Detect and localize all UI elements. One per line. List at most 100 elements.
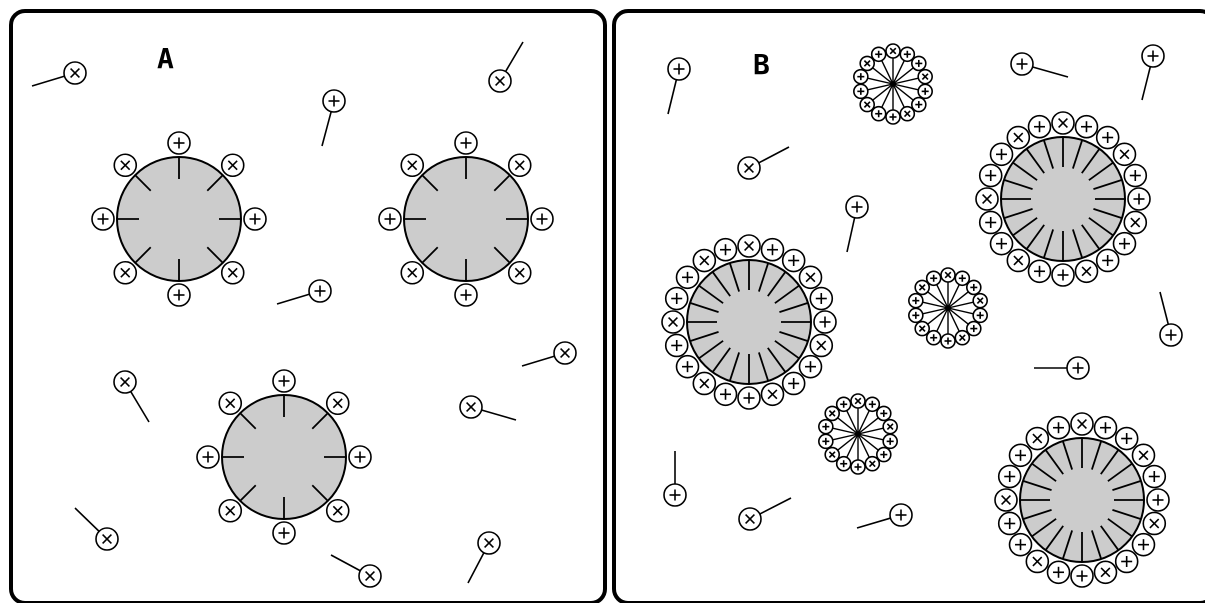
adsorbed-tail — [758, 262, 770, 292]
adsorbed-tail — [767, 347, 787, 373]
panel-b-content — [661, 43, 1183, 588]
adsorbed-tail — [206, 174, 224, 192]
micelle-tail — [832, 427, 859, 435]
micelle-tail — [857, 427, 884, 435]
adsorbed-tail — [1081, 148, 1101, 174]
adsorbed-tail — [1081, 224, 1101, 250]
micelle-tail — [936, 307, 949, 332]
micelle-tail — [857, 410, 870, 435]
micelle-tail — [947, 284, 960, 309]
adsorbed-tail — [1093, 178, 1123, 190]
adsorbed-tail — [1112, 479, 1142, 491]
micelle-tail — [922, 307, 949, 315]
adsorbed-tail — [1100, 525, 1120, 551]
free-surfactant-molecule — [467, 531, 501, 584]
adsorbed-tail — [774, 284, 800, 304]
micelle-tail — [846, 433, 859, 458]
micelle-tail — [872, 67, 894, 85]
micelle-tail — [892, 60, 905, 85]
free-surfactant-molecule — [488, 41, 524, 93]
adsorbed-tail — [421, 174, 439, 192]
adsorbed-tail — [134, 174, 152, 192]
micelle-tail — [892, 67, 914, 85]
free-surfactant-molecule — [321, 89, 346, 147]
adsorbed-tail — [311, 412, 329, 430]
adsorbed-tail — [1100, 449, 1120, 475]
adsorbed-tail — [1022, 479, 1052, 491]
adsorbed-tail — [1093, 208, 1123, 220]
adsorbed-tail — [1042, 139, 1054, 169]
adsorbed-tail — [698, 284, 724, 304]
micelle-tail — [892, 83, 905, 108]
micelle-tail — [892, 77, 919, 85]
micelle-tail — [892, 83, 914, 101]
free-surfactant-molecule — [1034, 356, 1090, 380]
micelle-tail — [857, 433, 870, 458]
free-surfactant-molecule — [330, 554, 382, 588]
adsorbed-tail — [1031, 518, 1057, 538]
adsorbed-tail — [711, 347, 731, 373]
free-surfactant-molecule — [1159, 291, 1183, 347]
adsorbed-tail — [1044, 449, 1064, 475]
adsorbed-tail — [758, 352, 770, 382]
adsorbed-tail — [493, 246, 511, 264]
particle-a2 — [378, 131, 554, 307]
micelle-b3 — [818, 393, 898, 475]
adsorbed-tail — [689, 301, 719, 313]
particle-a3 — [196, 369, 372, 545]
adsorbed-tail — [728, 262, 740, 292]
adsorbed-tail — [1112, 509, 1142, 521]
adsorbed-tail — [1107, 462, 1133, 482]
particle-b1 — [661, 234, 837, 410]
adsorbed-tail — [1088, 217, 1114, 237]
free-surfactant-molecule — [667, 57, 691, 115]
micelle-tail — [927, 291, 949, 309]
adsorbed-tail — [421, 246, 439, 264]
micelle-tail — [857, 417, 879, 435]
micelle-tail — [947, 291, 969, 309]
micelle-tail — [892, 83, 919, 91]
free-surfactant-molecule — [737, 146, 790, 180]
panel-a-content — [31, 41, 577, 588]
micelle-tail — [846, 410, 859, 435]
micelle-tail — [922, 301, 949, 309]
free-surfactant-molecule — [738, 497, 792, 531]
free-surfactant-molecule — [74, 507, 119, 551]
adsorbed-tail — [779, 331, 809, 343]
adsorbed-tail — [1044, 525, 1064, 551]
free-surfactant-molecule — [276, 279, 332, 305]
free-surfactant-molecule — [1141, 44, 1165, 101]
adsorbed-tail — [1031, 462, 1057, 482]
particle-b2 — [975, 111, 1151, 287]
free-surfactant-molecule — [1010, 52, 1069, 78]
micelle-tail — [867, 83, 894, 91]
micelle-b2 — [908, 267, 988, 349]
free-surfactant-molecule — [845, 195, 869, 253]
free-surfactant-molecule — [856, 503, 913, 529]
free-surfactant-molecule — [459, 395, 517, 421]
micelle-tail — [947, 307, 960, 332]
adsorbed-tail — [1088, 161, 1114, 181]
adsorbed-tail — [689, 331, 719, 343]
adsorbed-tail — [1042, 229, 1054, 259]
adsorbed-tail — [1022, 509, 1052, 521]
micelle-tail — [867, 77, 894, 85]
adsorbed-tail — [1012, 217, 1038, 237]
micelle-tail — [947, 301, 974, 309]
adsorbed-tail — [1025, 224, 1045, 250]
micelle-tail — [872, 83, 894, 101]
adsorbed-tail — [239, 484, 257, 502]
adsorbed-tail — [728, 352, 740, 382]
panel-a-label: A — [157, 42, 174, 75]
micelle-tail — [947, 307, 969, 325]
micelle-tail — [832, 433, 859, 441]
micelle-tail — [881, 60, 894, 85]
free-surfactant-molecule — [663, 451, 687, 507]
adsorbed-tail — [239, 412, 257, 430]
adsorbed-tail — [1072, 139, 1084, 169]
adsorbed-tail — [311, 484, 329, 502]
micelle-tail — [857, 433, 884, 441]
free-surfactant-molecule — [31, 61, 87, 87]
particle-a1 — [91, 131, 267, 307]
